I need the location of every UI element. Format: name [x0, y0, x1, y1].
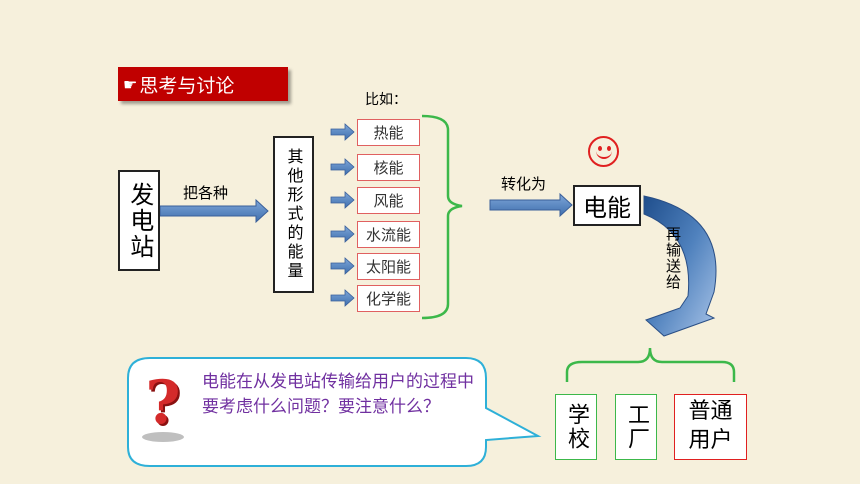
arrow-station-to-forms	[159, 198, 269, 224]
user-residential-text: 普通用户	[688, 399, 733, 453]
arrow-to-electric	[489, 192, 573, 218]
energy-chemical: 化学能	[357, 285, 420, 312]
energy-nuclear: 核能	[357, 154, 420, 181]
other-forms-box: 其他形式的能量	[273, 136, 314, 293]
user-school-text: 学校	[564, 403, 589, 451]
header-title: 思考与讨论	[139, 74, 235, 97]
user-factory-text: 工厂	[624, 403, 649, 451]
smiley-face-icon	[588, 136, 619, 167]
other-forms-text: 其他形式的能量	[284, 148, 304, 281]
user-residential-box: 普通用户	[674, 394, 747, 460]
energy-wind: 风能	[357, 187, 420, 214]
transmit-text: 再输送给	[664, 226, 682, 290]
curved-arrow-to-users	[643, 195, 717, 337]
energy-solar: 太阳能	[357, 253, 420, 280]
pointing-hand-icon: ☛	[123, 74, 138, 94]
question-text: 电能在从发电站传输给用户的过程中要考虑什么问题？要注意什么？	[202, 372, 474, 417]
users-brace	[565, 347, 736, 382]
energies-brace	[421, 114, 463, 320]
user-school-box: 学校	[555, 394, 597, 460]
arrow-label-transmit: 再输送给	[664, 226, 682, 294]
speech-bubble	[127, 357, 542, 467]
arrow-label-convert-to: 转化为	[501, 175, 547, 193]
header-banner: ☛ 思考与讨论	[118, 67, 288, 101]
example-label: 比如：	[365, 92, 407, 108]
arrows-to-energies	[330, 123, 355, 307]
electric-energy-box: 电能	[573, 185, 641, 226]
energy-hydro: 水流能	[357, 221, 420, 248]
user-factory-box: 工厂	[615, 394, 657, 460]
power-station-text: 发电站	[125, 181, 154, 260]
electric-energy-text: 电能	[583, 194, 631, 222]
question-mark-icon: ?	[138, 368, 188, 446]
arrow-label-convert-all: 把各种	[183, 184, 229, 202]
power-station-box: 发电站	[118, 170, 160, 271]
energy-heat: 热能	[357, 119, 420, 146]
